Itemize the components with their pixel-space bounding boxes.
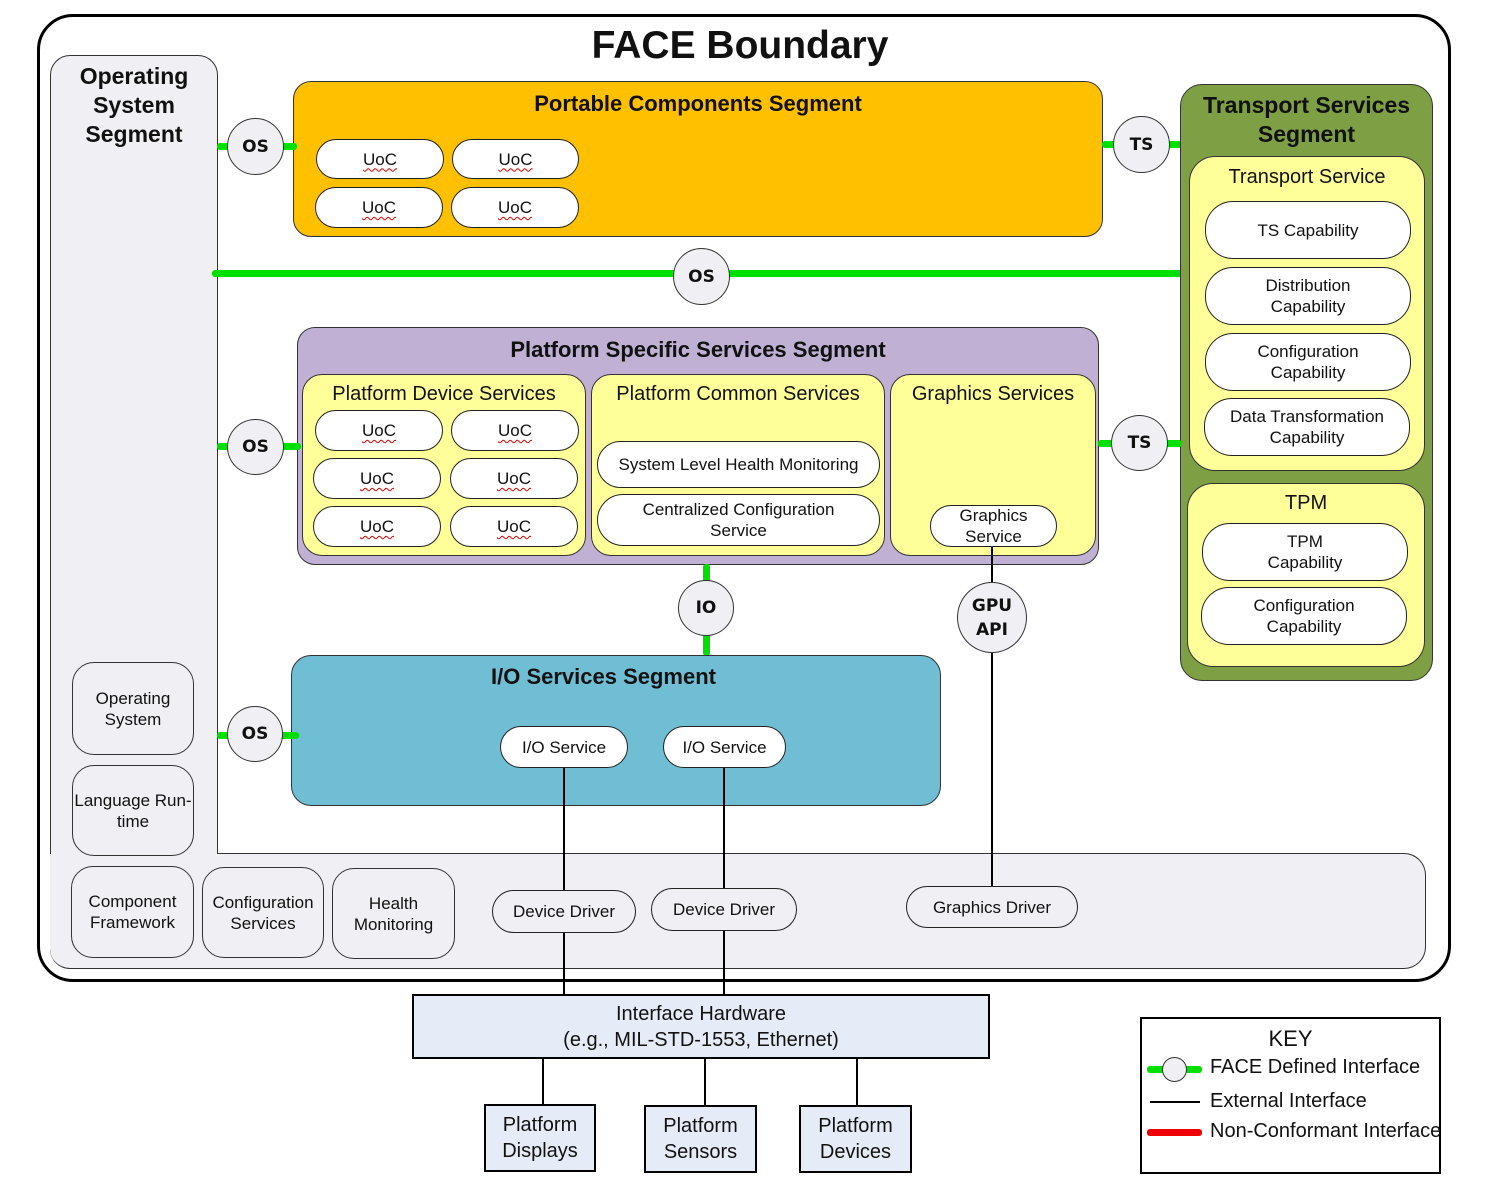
graphics-service: Graphics Service [930, 505, 1057, 547]
legend-label: Non-Conformant Interface [1210, 1120, 1442, 1142]
graphics-services-title: Graphics Services [911, 382, 1075, 405]
os-box-operating-system: Operating System [72, 662, 194, 755]
io-segment-title: I/O Services Segment [491, 664, 716, 689]
psss-title: Platform Specific Services Segment [510, 337, 886, 362]
platform-displays: Platform Displays [484, 1104, 596, 1172]
os-box-health-monitoring: Health Monitoring [332, 868, 455, 959]
device-driver: Device Driver [492, 890, 636, 933]
uoc-pill: UoC [452, 139, 579, 179]
io-interface-node: IO [678, 580, 734, 636]
diagram-title: FACE Boundary [591, 24, 889, 67]
configuration-capability: Configuration Capability [1205, 333, 1411, 391]
uoc-pill: UoC [450, 506, 578, 547]
io-service: I/O Service [663, 726, 786, 768]
transport-service-title: Transport Service [1228, 165, 1386, 188]
platform-devices: Platform Devices [799, 1105, 912, 1173]
tpm-capability: TPM Capability [1202, 523, 1408, 581]
io-service: I/O Service [500, 726, 628, 768]
io-external-line [563, 767, 565, 995]
non-conformant-interface-swatch [1147, 1129, 1202, 1136]
platform-device-services-title: Platform Device Services [332, 382, 556, 405]
os-segment-title: Operating System Segment [79, 63, 189, 147]
io-external-line [723, 767, 725, 995]
legend [1140, 1017, 1441, 1174]
ts-interface-node: TS [1111, 415, 1168, 471]
legend-title: KEY [1268, 1026, 1313, 1051]
legend-label: FACE Defined Interface [1210, 1056, 1421, 1078]
device-driver: Device Driver [651, 888, 797, 931]
uoc-pill: UoC [315, 410, 443, 451]
ts-interface-node: TS [1113, 116, 1170, 173]
os-box-configuration-services: Configuration Services [202, 867, 324, 958]
uoc-pill: UoC [313, 506, 441, 547]
uoc-pill: UoC [313, 458, 441, 499]
uoc-pill: UoC [315, 187, 443, 228]
gpu-api-interface-node: GPU API [957, 582, 1027, 653]
gpu-external-line [991, 547, 993, 887]
centralized-configuration-service: Centralized Configuration Service [597, 494, 880, 546]
external-interface-swatch [1150, 1101, 1200, 1103]
portable-segment-title: Portable Components Segment [534, 91, 862, 116]
uoc-pill: UoC [451, 410, 579, 451]
interface-node-icon [1162, 1057, 1187, 1082]
os-interface-node: OS [227, 118, 284, 175]
legend-label: External Interface [1210, 1090, 1367, 1112]
os-box-language-runtime: Language Run-time [72, 765, 194, 856]
distribution-capability: Distribution Capability [1205, 267, 1411, 325]
platform-sensors: Platform Sensors [644, 1105, 757, 1173]
platform-common-services-title: Platform Common Services [616, 382, 860, 405]
interface-hardware: Interface Hardware (e.g., MIL-STD-1553, … [412, 994, 990, 1059]
os-box-component-framework: Component Framework [71, 866, 194, 958]
uoc-pill: UoC [450, 458, 578, 499]
system-level-health-monitoring: System Level Health Monitoring [597, 441, 880, 488]
transport-segment-title: Transport Services Segment [1202, 92, 1411, 147]
data-transformation-capability: Data Transformation Capability [1204, 398, 1410, 456]
os-interface-node: OS [227, 706, 283, 762]
uoc-pill: UoC [451, 187, 579, 228]
uoc-pill: UoC [316, 139, 444, 179]
os-interface-node: OS [227, 419, 284, 475]
os-interface-node: OS [673, 248, 730, 305]
ts-capability: TS Capability [1205, 201, 1411, 259]
tpm-title: TPM [1284, 491, 1328, 514]
graphics-driver: Graphics Driver [906, 886, 1078, 928]
tpm-configuration-capability: Configuration Capability [1201, 587, 1407, 645]
